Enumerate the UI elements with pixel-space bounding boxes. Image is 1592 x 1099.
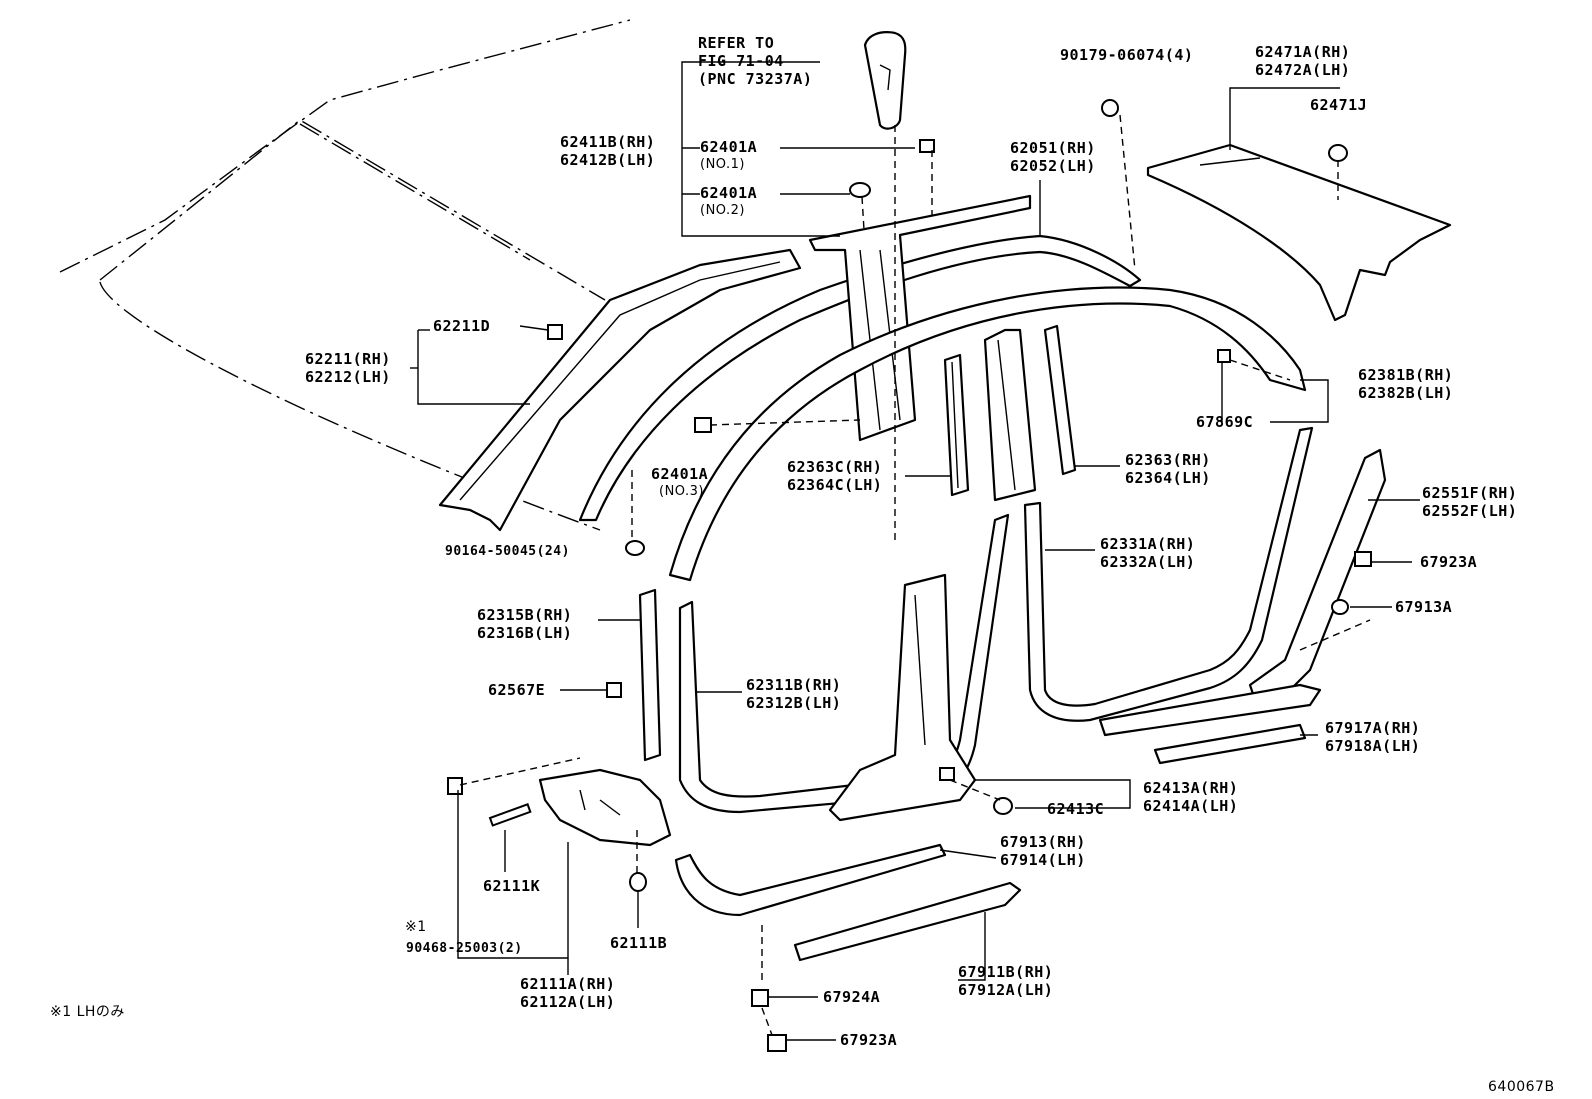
label-67911b: 67911B(RH) 67912A(LH) <box>958 963 1054 999</box>
b-pillar-lower-cover <box>828 573 977 822</box>
label-62471a: 62471A(RH) 62472A(LH) <box>1255 43 1351 79</box>
label-90164: 90164-50045(24) <box>445 544 570 559</box>
rear-roof-trim <box>1146 143 1452 322</box>
front-pillar-lower-strip <box>638 588 662 762</box>
label-67923a-bottom: 67923A <box>840 1031 898 1049</box>
label-62315b: 62315B(RH) 62316B(LH) <box>477 606 573 642</box>
label-62211: 62211(RH) 62212(LH) <box>305 350 391 386</box>
front-scuff-plate <box>674 843 1022 962</box>
label-62363: 62363(RH) 62364(LH) <box>1125 451 1211 487</box>
windshield-outline <box>59 19 631 531</box>
label-mark1: ※1 <box>405 919 427 935</box>
label-62363c: 62363C(RH) 62364C(LH) <box>787 458 883 494</box>
assist-grip <box>863 31 907 130</box>
label-62051: 62051(RH) 62052(LH) <box>1010 139 1096 175</box>
label-62401a-no1: 62401A (NO.1) <box>700 138 758 172</box>
label-67917a: 67917A(RH) 67918A(LH) <box>1325 719 1421 755</box>
center-pillar-strip <box>943 353 970 497</box>
label-67913: 67913(RH) 67914(LH) <box>1000 833 1086 869</box>
label-62111a: 62111A(RH) 62112A(LH) <box>520 975 616 1011</box>
refer-line-2: FIG 71-04 <box>698 52 784 70</box>
label-67913a: 67913A <box>1395 598 1453 616</box>
refer-line-3: (PNC 73237A) <box>698 70 813 88</box>
label-62401a-no3: 62401A (NO.3) <box>651 465 709 499</box>
label-67923a-top: 67923A <box>1420 553 1478 571</box>
label-62413a: 62413A(RH) 62414A(LH) <box>1143 779 1239 815</box>
rear-pillar-strip <box>1043 324 1077 476</box>
label-62413c: 62413C <box>1047 800 1105 818</box>
fastener-clips <box>447 99 1372 1052</box>
label-62311b: 62311B(RH) 62312B(LH) <box>746 676 842 712</box>
label-90179: 90179-06074(4) <box>1060 46 1194 64</box>
refer-to-note: REFER TO FIG 71-04 (PNC 73237A) <box>698 34 812 88</box>
cowl-side-trim <box>538 768 672 847</box>
label-62211d: 62211D <box>433 317 491 335</box>
refer-line-1: REFER TO <box>698 34 775 52</box>
label-67869c: 67869C <box>1196 413 1254 431</box>
label-62471j: 62471J <box>1310 96 1368 114</box>
b-pillar-lower-garnish <box>983 328 1037 502</box>
label-62411b: 62411B(RH) 62412B(LH) <box>560 133 656 169</box>
label-62381b: 62381B(RH) 62382B(LH) <box>1358 366 1454 402</box>
rear-door-opening-weatherstrip <box>1023 426 1314 722</box>
footnote: ※1 LHのみ <box>50 1004 125 1020</box>
front-door-opening-weatherstrip <box>678 513 1010 814</box>
label-62401a-no2: 62401A (NO.2) <box>700 184 758 218</box>
label-90468: 90468-25003(2) <box>406 941 523 956</box>
label-62551f: 62551F(RH) 62552F(LH) <box>1422 484 1518 520</box>
assembly-dashed-lines <box>459 114 1371 1036</box>
leader-lines <box>410 61 1420 1041</box>
rear-scuff-plate <box>1098 683 1322 765</box>
label-62111b: 62111B <box>610 934 668 952</box>
label-67924a: 67924A <box>823 988 881 1006</box>
label-62331a: 62331A(RH) 62332A(LH) <box>1100 535 1196 571</box>
label-62111k: 62111K <box>483 877 541 895</box>
a-pillar-garnish <box>438 248 802 532</box>
figure-code: 640067B <box>1488 1079 1555 1095</box>
label-62567e: 62567E <box>488 681 546 699</box>
